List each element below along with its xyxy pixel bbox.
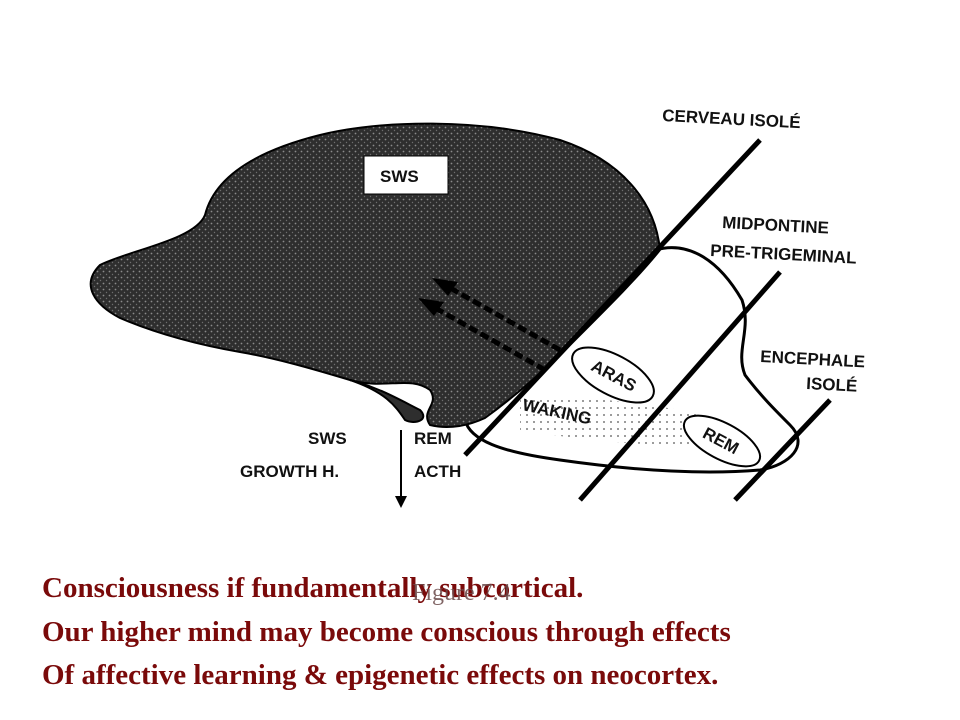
sws-label-box	[363, 155, 449, 195]
acth-label: ACTH	[414, 462, 461, 481]
caption-line-2: Our higher mind may become conscious thr…	[42, 616, 731, 648]
caption-line-3: Of affective learning & epigenetic effec…	[42, 659, 719, 691]
rem-bottom-label: REM	[414, 429, 452, 448]
sws-bottom-label: SWS	[308, 429, 347, 448]
growth-h-label: GROWTH H.	[240, 462, 339, 481]
rem-ellipse	[682, 414, 762, 468]
encephale-label: ENCEPHALE	[760, 347, 866, 371]
arrowhead-2	[418, 298, 444, 316]
aras-ellipse	[571, 346, 655, 404]
encephale-isole-label: ISOLÉ	[806, 374, 858, 396]
sws-top-label: SWS	[380, 167, 419, 186]
cerveau-isole-label: CERVEAU ISOLÉ	[662, 106, 801, 132]
cerveau-isole-cut	[463, 138, 762, 457]
midpontine-label: MIDPONTINE	[722, 213, 830, 238]
figure-label-overlay: Figure 7.4	[412, 580, 511, 606]
cerebellum-lobe	[349, 379, 425, 423]
caption-line-1: Consciousness if fundamentally subcortic…	[42, 572, 584, 604]
pre-trigeminal-label: PRE-TRIGEMINAL	[710, 241, 857, 268]
midpontine-cut	[578, 270, 782, 502]
activation-arrows	[428, 282, 562, 373]
forebrain	[89, 122, 662, 428]
hormone-down-arrow	[395, 496, 407, 508]
encephale-isole-cut	[733, 398, 832, 502]
arrowhead-1	[432, 278, 458, 296]
brainstem-dotted-region	[520, 395, 731, 446]
